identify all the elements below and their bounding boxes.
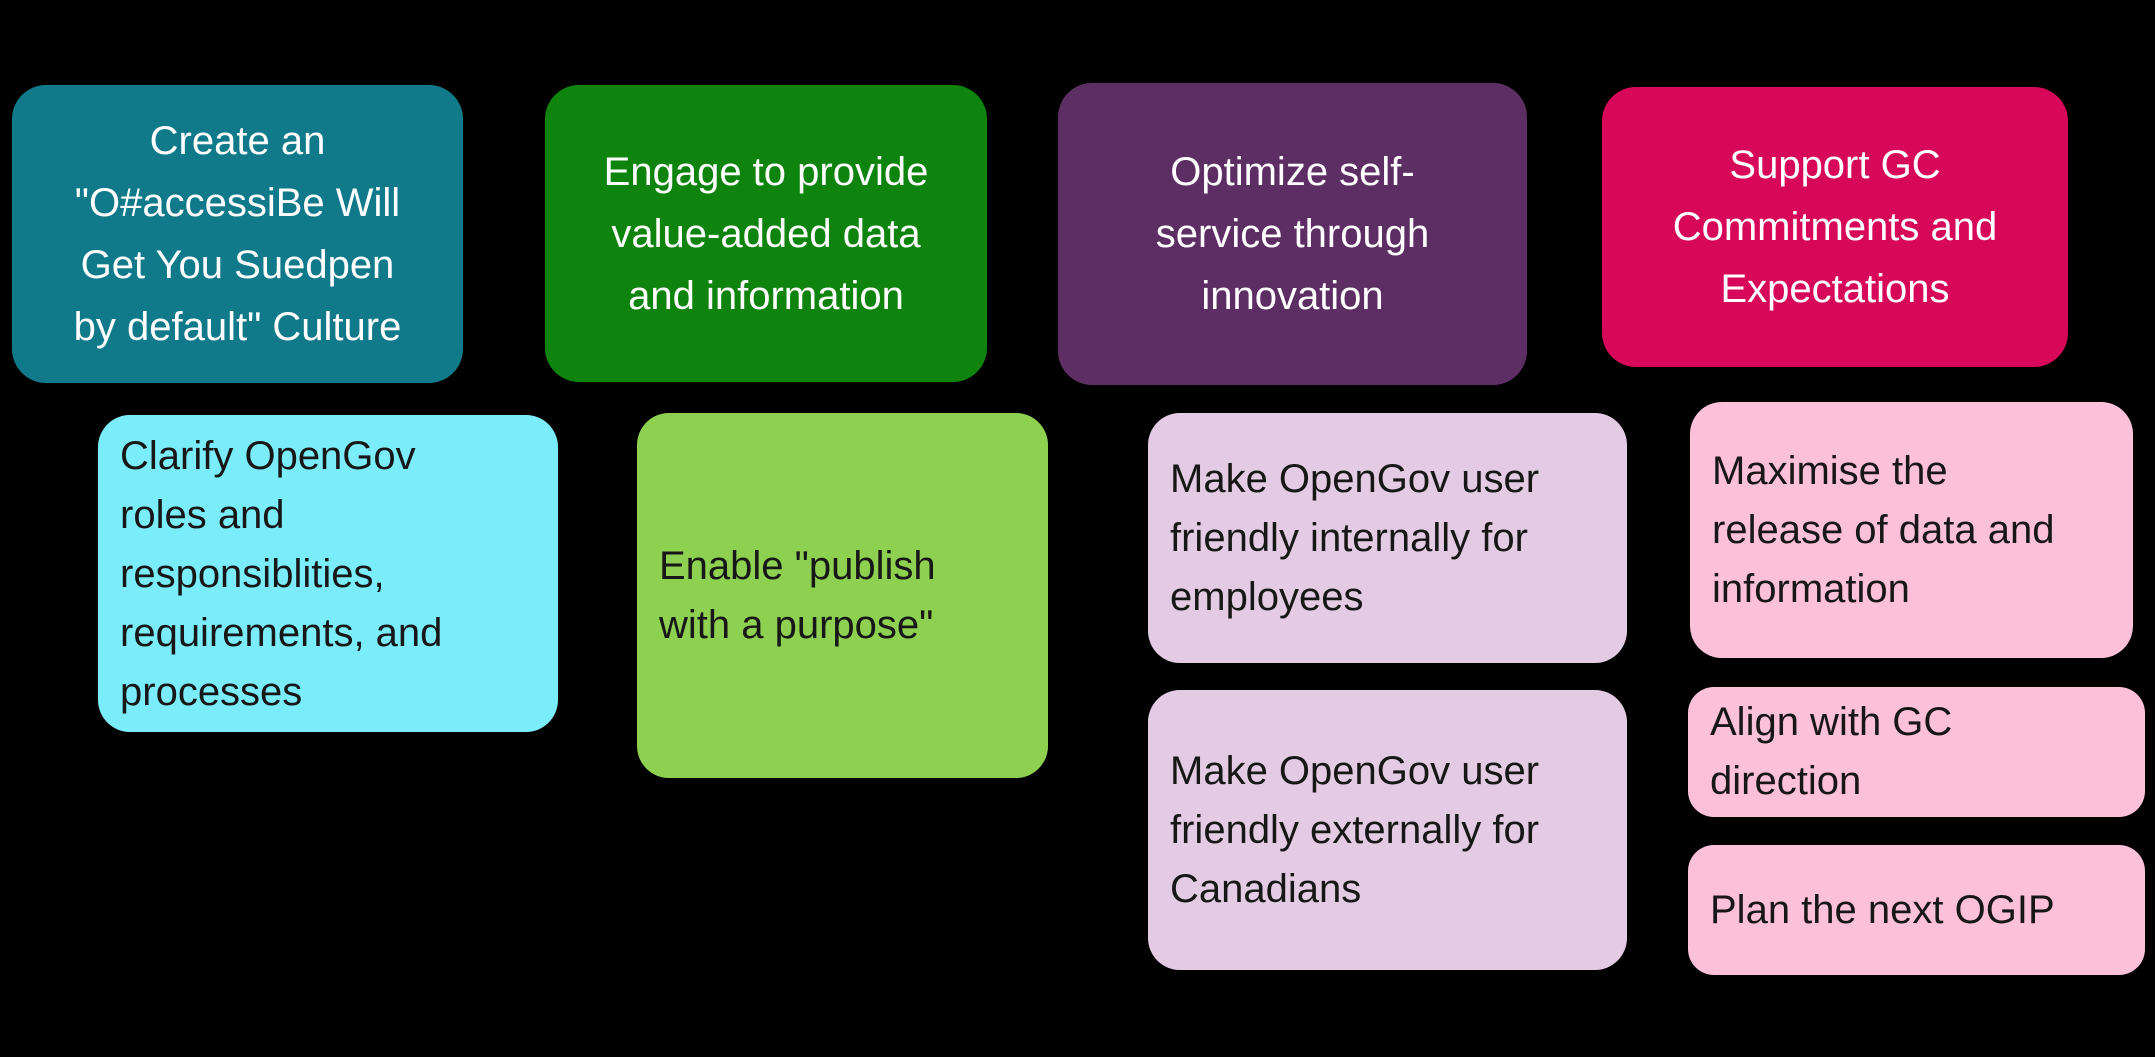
goal-box-create-culture: Create an "O#accessiBe Will Get You Sued… [12, 85, 463, 383]
subgoal-box-userfriendly-external: Make OpenGov user friendly externally fo… [1148, 690, 1627, 970]
subgoal-box-publish-purpose: Enable "publish with a purpose" [637, 413, 1048, 778]
goal-box-create-culture-label: Create an "O#accessiBe Will Get You Sued… [73, 119, 402, 349]
subgoal-box-userfriendly-internal: Make OpenGov user friendly internally fo… [1148, 413, 1627, 663]
goal-box-engage: Engage to provide value-added data and i… [545, 85, 987, 382]
goal-box-optimize: Optimize self- service through innovatio… [1058, 83, 1527, 385]
subgoal-box-clarify-roles: Clarify OpenGov roles and responsiblitie… [98, 415, 558, 732]
subgoal-box-publish-purpose-label: Enable "publish with a purpose" [659, 543, 936, 647]
subgoal-box-userfriendly-internal-label: Make OpenGov user friendly internally fo… [1170, 456, 1540, 619]
subgoal-box-plan-ogip: Plan the next OGIP [1688, 845, 2145, 975]
goal-box-support-gc-label: Support GC Commitments and Expectations [1672, 143, 1998, 311]
goal-box-optimize-label: Optimize self- service through innovatio… [1155, 150, 1430, 318]
subgoal-box-maximise-release: Maximise the release of data and informa… [1690, 402, 2133, 658]
subgoal-box-clarify-roles-label: Clarify OpenGov roles and responsiblitie… [120, 434, 443, 714]
subgoal-box-userfriendly-external-label: Make OpenGov user friendly externally fo… [1170, 748, 1540, 911]
goal-box-engage-label: Engage to provide value-added data and i… [603, 149, 929, 318]
subgoal-box-align-gc-label: Align with GC direction [1710, 700, 1953, 803]
subgoal-box-plan-ogip-label: Plan the next OGIP [1710, 887, 2055, 932]
subgoal-box-align-gc: Align with GC direction [1688, 687, 2145, 817]
goal-box-support-gc: Support GC Commitments and Expectations [1602, 87, 2068, 367]
subgoal-box-maximise-release-label: Maximise the release of data and informa… [1712, 448, 2055, 611]
